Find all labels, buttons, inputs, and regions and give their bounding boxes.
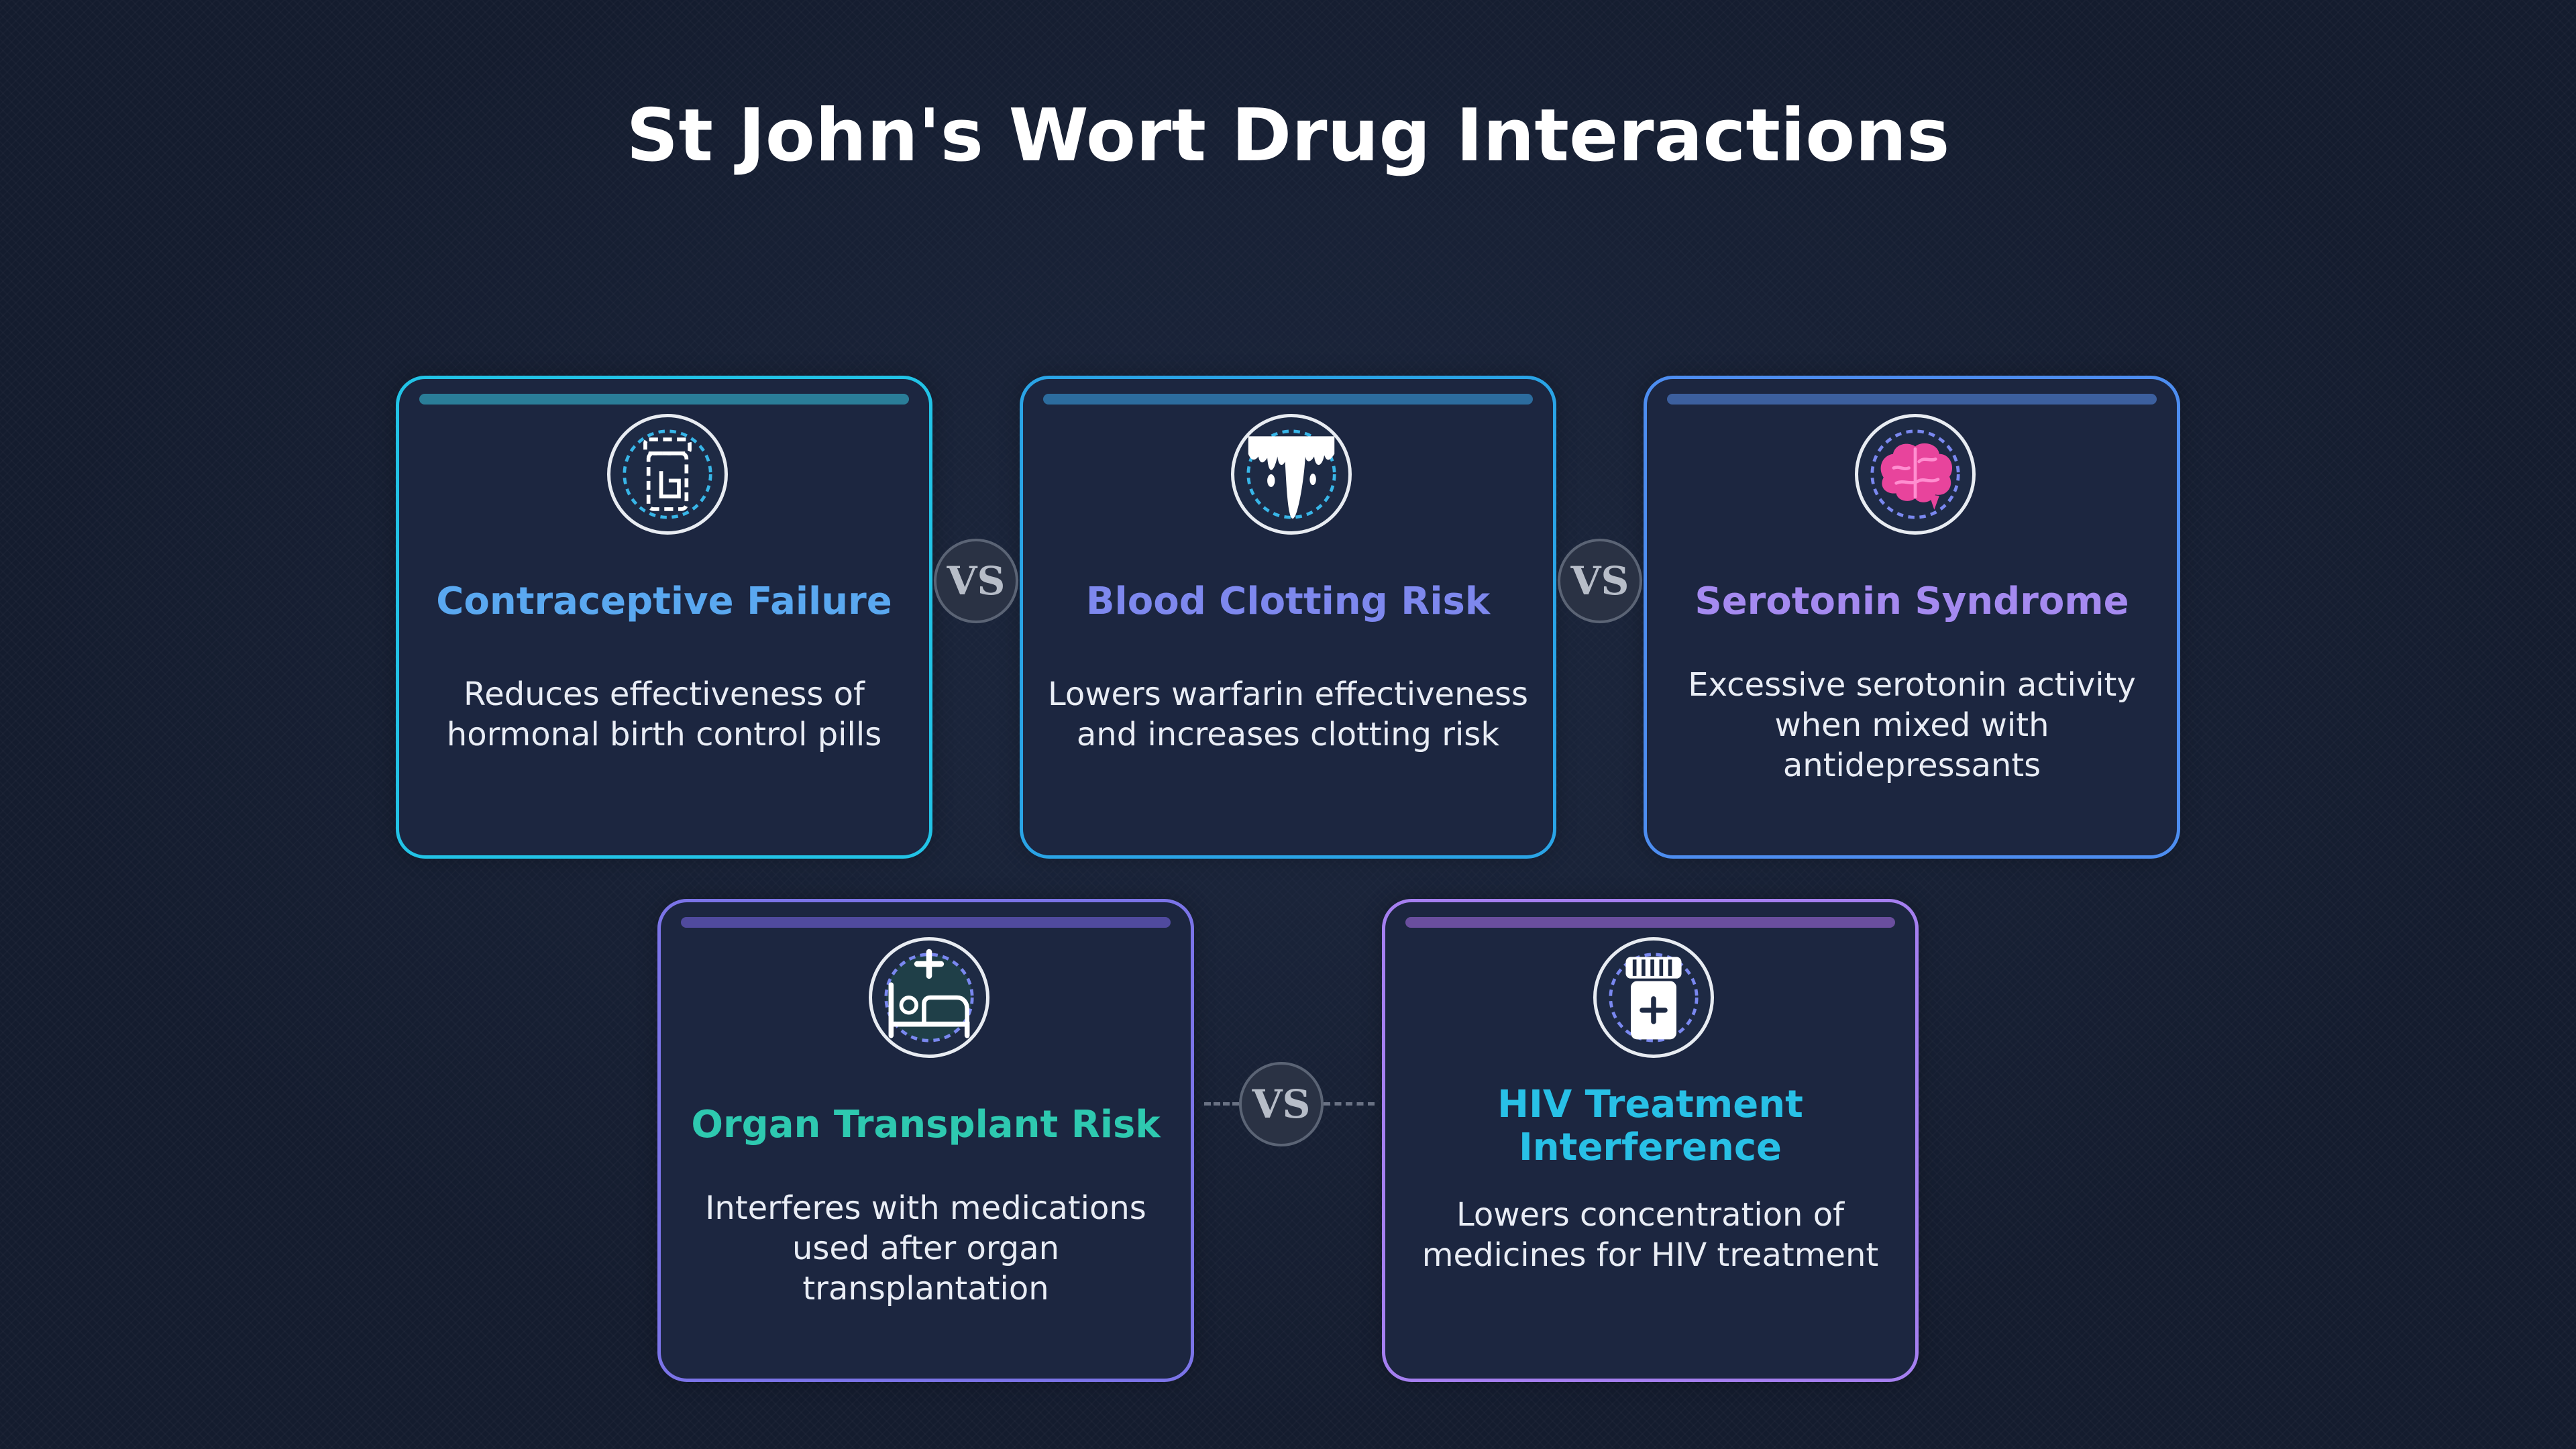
card-title: Contraceptive Failure bbox=[436, 580, 892, 623]
card-organ-transplant-risk: Organ Transplant Risk Interferes with me… bbox=[657, 899, 1194, 1382]
card-title: HIV Treatment Interference bbox=[1497, 1083, 1803, 1169]
card-hiv-treatment-interference: HIV Treatment Interference Lowers concen… bbox=[1382, 899, 1919, 1382]
card-title: Organ Transplant Risk bbox=[691, 1103, 1161, 1146]
vs-badge: VS bbox=[934, 539, 1018, 623]
icon-badge bbox=[1593, 937, 1714, 1058]
card-accent-bar bbox=[1667, 394, 2157, 405]
blood-drip-icon bbox=[1246, 429, 1336, 519]
brain-icon bbox=[1870, 429, 1960, 519]
pill-bottle-icon bbox=[623, 429, 712, 519]
card-blood-clotting-risk: Blood Clotting Risk Lowers warfarin effe… bbox=[1020, 376, 1556, 859]
medicine-bottle-icon bbox=[1609, 953, 1699, 1042]
icon-badge bbox=[1231, 414, 1352, 535]
hospital-bed-icon bbox=[884, 949, 974, 1042]
card-accent-bar bbox=[419, 394, 909, 405]
vs-badge: VS bbox=[1558, 539, 1642, 623]
page-title: St John's Wort Drug Interactions bbox=[626, 94, 1950, 178]
connector-line bbox=[1204, 1102, 1239, 1106]
card-description: Lowers warfarin effectiveness and increa… bbox=[1047, 676, 1529, 753]
card-contraceptive-failure: Contraceptive Failure Reduces effectiven… bbox=[396, 376, 932, 859]
connector-line bbox=[1324, 1102, 1375, 1106]
card-accent-bar bbox=[1043, 394, 1533, 405]
card-description: Interferes with medications used after o… bbox=[705, 1189, 1146, 1307]
card-description: Excessive serotonin activity when mixed … bbox=[1688, 666, 2136, 784]
card-title: Blood Clotting Risk bbox=[1085, 580, 1491, 623]
card-description: Reduces effectiveness of hormonal birth … bbox=[446, 676, 882, 753]
icon-badge bbox=[1855, 414, 1976, 535]
card-accent-bar bbox=[681, 917, 1171, 928]
icon-badge bbox=[607, 414, 728, 535]
card-serotonin-syndrome: Serotonin Syndrome Excessive serotonin a… bbox=[1644, 376, 2180, 859]
icon-badge bbox=[869, 937, 989, 1058]
vs-badge: VS bbox=[1239, 1062, 1324, 1146]
card-description: Lowers concentration of medicines for HI… bbox=[1421, 1196, 1879, 1274]
card-title: Serotonin Syndrome bbox=[1695, 580, 2129, 623]
card-accent-bar bbox=[1405, 917, 1895, 928]
